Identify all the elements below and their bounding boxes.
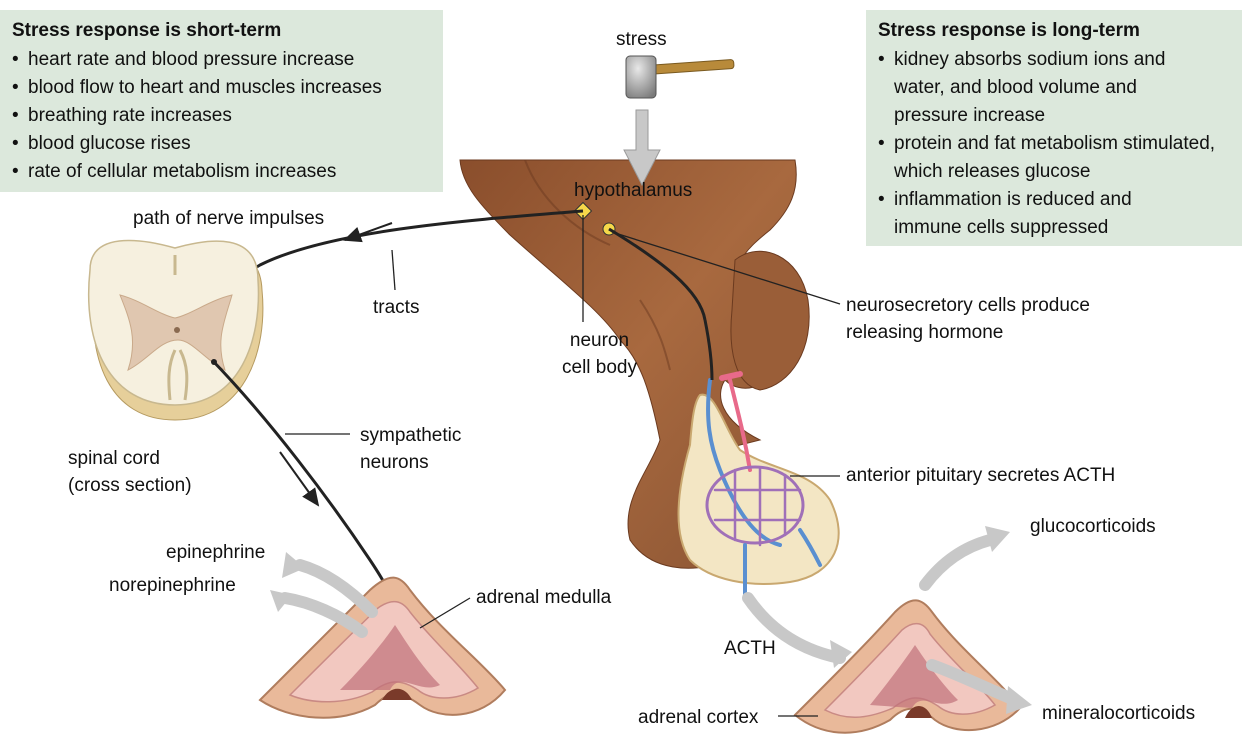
spinal-cord-label-line2: (cross section)	[68, 475, 192, 496]
stress-arrow	[623, 109, 661, 187]
norepinephrine-label: norepinephrine	[109, 575, 236, 596]
acth-label: ACTH	[724, 638, 776, 659]
sympathetic-label-line1: sympathetic	[360, 425, 462, 446]
anterior-pituitary-label: anterior pituitary secretes ACTH	[846, 465, 1116, 486]
tracts-label: tracts	[373, 297, 420, 318]
mineralocorticoids-label: mineralocorticoids	[1042, 703, 1196, 724]
neuron-label: neuron cell body	[562, 327, 637, 381]
list-item: rate of cellular metabolism increases	[12, 158, 431, 186]
neurosecretory-axon	[608, 227, 714, 381]
short-term-title: Stress response is short-term	[12, 20, 282, 41]
stress-hammer-icon	[625, 55, 735, 99]
spinal-cord-label-line1: spinal cord	[68, 448, 160, 469]
neuron-label-line2: cell body	[562, 357, 637, 378]
adrenal-medulla-label: adrenal medulla	[476, 587, 612, 608]
long-term-box: Stress response is long-term kidney abso…	[866, 10, 1242, 246]
short-term-box: Stress response is short-term heart rate…	[0, 10, 443, 192]
neurosecretory-label: neurosecretory cells produce releasing h…	[846, 292, 1090, 346]
sympathetic-label: sympathetic neurons	[360, 422, 461, 476]
long-term-list: kidney absorbs sodium ions and water, an…	[878, 46, 1230, 242]
adrenal-gland-right	[793, 599, 1022, 734]
sympathetic-label-line2: neurons	[360, 452, 429, 473]
neuron-label-line1: neuron	[569, 330, 630, 351]
posterior-lobe	[730, 250, 810, 391]
hormone-arrows	[279, 534, 1021, 706]
synapse-dot	[211, 359, 217, 365]
spinal-cord-section	[87, 239, 264, 421]
epinephrine-label: epinephrine	[166, 542, 266, 563]
glucocorticoids-label: glucocorticoids	[1030, 516, 1156, 537]
long-term-title: Stress response is long-term	[878, 20, 1140, 41]
stress-label: stress	[616, 29, 667, 50]
short-term-list: heart rate and blood pressure increase b…	[12, 46, 431, 186]
list-item: heart rate and blood pressure increase	[12, 46, 431, 74]
list-item: kidney absorbs sodium ions and water, an…	[878, 46, 1194, 130]
path-nerve-label: path of nerve impulses	[133, 208, 325, 229]
leader-lines	[285, 215, 841, 717]
neurosecretory-label-line2: releasing hormone	[846, 322, 1004, 343]
hormone-arrowheads	[270, 526, 1032, 714]
list-item: inflammation is reduced and immune cells…	[878, 186, 1194, 242]
hypothalamus-label: hypothalamus	[574, 180, 693, 201]
adrenal-cortex-label: adrenal cortex	[638, 707, 759, 728]
list-item: breathing rate increases	[12, 102, 431, 130]
capillary-network	[705, 371, 822, 597]
sympathetic-arrow	[279, 451, 320, 507]
spinal-cord-label: spinal cord (cross section)	[68, 445, 192, 499]
path-arrow	[343, 222, 393, 243]
list-item: blood glucose rises	[12, 130, 431, 158]
list-item: protein and fat metabolism stimulated, w…	[878, 130, 1239, 186]
neurosecretory-label-line1: neurosecretory cells produce	[846, 295, 1090, 316]
list-item: blood flow to heart and muscles increase…	[12, 74, 431, 102]
